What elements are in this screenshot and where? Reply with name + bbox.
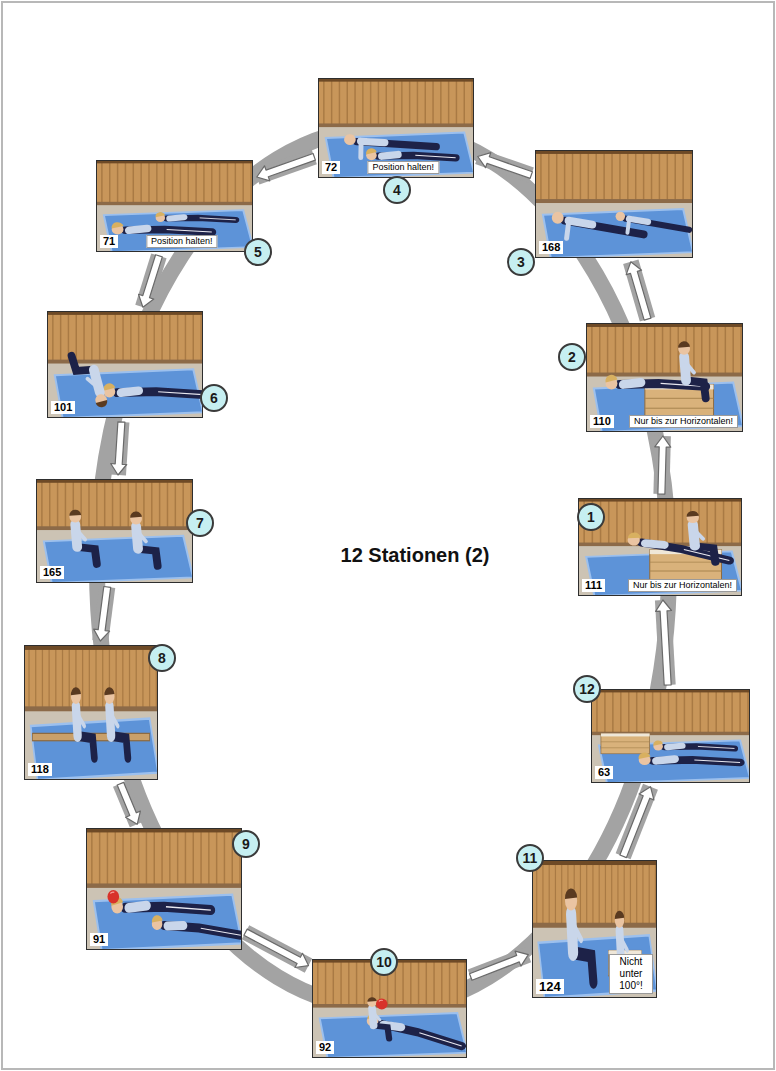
exercise-photo [591, 689, 750, 783]
station-number: 9 [232, 830, 260, 858]
exercise-photo [578, 498, 742, 596]
flow-arrow [244, 929, 309, 967]
exercise-photo [318, 78, 474, 178]
station-number: 3 [507, 248, 535, 276]
arrow-shape [620, 787, 654, 858]
exercise-code: 91 [90, 933, 108, 946]
exercise-code: 111 [582, 579, 605, 592]
exercise-photo [24, 645, 158, 780]
station-number-text: 10 [376, 955, 392, 969]
flow-arrow [478, 153, 533, 179]
station-number: 2 [558, 343, 586, 371]
exercise-photo [535, 150, 693, 258]
arrow-shape [656, 600, 672, 685]
station-number-text: 9 [242, 837, 250, 851]
station-number: 5 [244, 238, 272, 266]
station-number: 11 [516, 844, 544, 872]
exercise-code: 63 [595, 766, 613, 779]
exercise-photo-frame: 72 Position halten! [318, 78, 474, 178]
arrow-shape [655, 436, 671, 494]
exercise-note: Nur bis zur Horizontalen! [629, 415, 738, 428]
station-number: 12 [573, 675, 601, 703]
exercise-code: 92 [316, 1041, 334, 1054]
flow-arrow [626, 262, 651, 320]
flow-arrow [655, 436, 671, 494]
station-number: 6 [200, 384, 228, 412]
exercise-note: Nicht unter 100°! [609, 954, 653, 994]
station-number-text: 12 [579, 682, 595, 696]
arrow-shape [244, 929, 309, 967]
flow-arrow [139, 255, 163, 307]
arrow-shape [139, 255, 163, 307]
exercise-code: 72 [322, 161, 340, 174]
exercise-code: 101 [51, 401, 75, 414]
exercise-photo-frame: 124 Nicht unter 100°! [532, 860, 657, 998]
exercise-photo-frame: 71 Position halten! [96, 160, 253, 252]
station-number: 4 [383, 176, 411, 204]
station-number-text: 3 [517, 255, 525, 269]
exercise-note: Position halten! [146, 235, 218, 248]
station-number-text: 11 [523, 851, 538, 865]
flow-arrow [111, 422, 127, 475]
station-number-text: 6 [210, 391, 218, 405]
exercise-photo [96, 160, 253, 252]
exercise-photo [86, 828, 242, 950]
exercise-photo-frame: 118 [24, 645, 158, 780]
exercise-code: 168 [539, 241, 563, 254]
exercise-photo-frame: 91 [86, 828, 242, 950]
station-number: 10 [370, 948, 398, 976]
flow-arrow [470, 951, 529, 980]
arrow-shape [478, 153, 533, 179]
arrow-shape [117, 782, 140, 824]
arrow-shape [111, 422, 127, 475]
station-number-text: 2 [568, 350, 576, 364]
exercise-photo-frame: 110 Nur bis zur Horizontalen! [586, 323, 743, 432]
exercise-photo [586, 323, 743, 432]
exercise-photo [47, 311, 203, 418]
station-number: 1 [577, 503, 605, 531]
flow-arrow [620, 787, 654, 858]
exercise-photo-frame: 101 [47, 311, 203, 418]
station-number: 8 [148, 644, 176, 672]
exercise-photo [36, 479, 193, 583]
station-number: 7 [186, 509, 214, 537]
arrow-shape [94, 587, 111, 642]
exercise-code: 110 [590, 415, 614, 428]
exercise-code: 118 [28, 763, 52, 776]
arrow-shape [257, 154, 316, 181]
exercise-code: 165 [40, 566, 64, 579]
exercise-photo [532, 860, 657, 998]
exercise-photo-frame: 63 [591, 689, 750, 783]
exercise-note: Position halten! [367, 161, 439, 174]
station-number-text: 5 [254, 245, 262, 259]
diagram-title: 12 Stationen (2) [215, 543, 615, 567]
flow-arrow [656, 600, 672, 685]
exercise-note: Nur bis zur Horizontalen! [628, 579, 737, 592]
flow-arrow [94, 587, 111, 642]
station-number-text: 4 [393, 183, 401, 197]
station-number-text: 8 [158, 651, 166, 665]
exercise-photo-frame: 165 [36, 479, 193, 583]
station-number-text: 7 [196, 516, 204, 530]
arrow-shape [626, 262, 651, 320]
exercise-code: 71 [100, 235, 118, 248]
arrow-shape [470, 951, 529, 980]
exercise-code: 124 [536, 979, 564, 994]
station-number-text: 1 [587, 510, 595, 524]
flow-arrow [257, 154, 316, 181]
exercise-photo-frame: 168 [535, 150, 693, 258]
flow-arrow [117, 782, 140, 824]
